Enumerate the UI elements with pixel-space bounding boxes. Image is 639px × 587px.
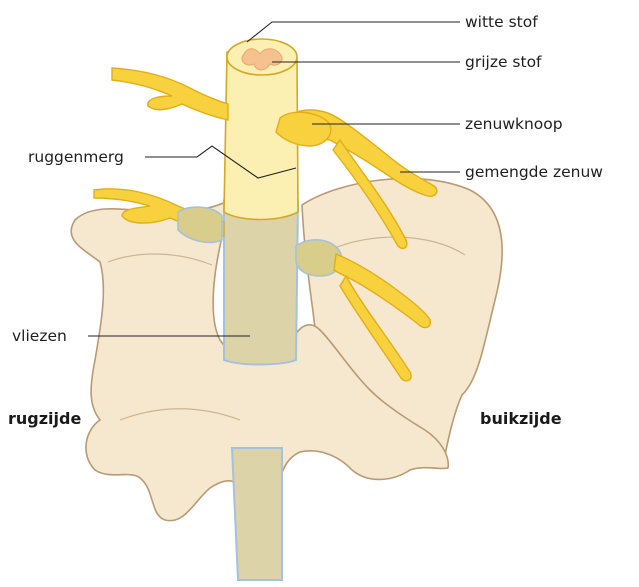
upper-left-nerve-root (112, 68, 228, 120)
label-mixed-nerve: gemengde zenuw (465, 163, 603, 181)
label-white-matter: witte stof (465, 13, 538, 31)
label-meninges: vliezen (12, 327, 67, 345)
label-gray-matter: grijze stof (465, 53, 542, 71)
label-spinal-cord: ruggenmerg (28, 148, 124, 166)
label-ventral-side: buikzijde (480, 410, 562, 428)
label-ganglion: zenuwknoop (465, 115, 563, 133)
leader-white-matter (247, 22, 460, 42)
meninges-lower (232, 448, 282, 580)
label-dorsal-side: rugzijde (8, 410, 81, 428)
